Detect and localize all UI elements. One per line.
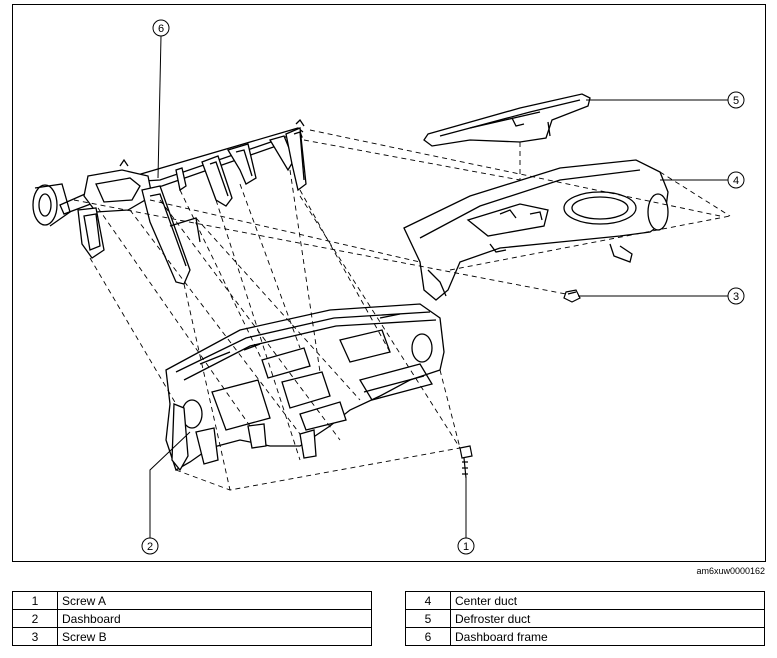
callout-2: 2 [141, 537, 159, 555]
exploded-view-diagram: 6 5 4 3 2 1 [32, 19, 745, 555]
legend-label: Defroster duct [450, 609, 765, 628]
legend-number: 3 [12, 627, 58, 646]
callout-5-label: 5 [733, 95, 739, 107]
screw-a-part [459, 445, 473, 479]
legend-row: 6 Dashboard frame [405, 627, 765, 646]
screw-b-part [563, 289, 581, 303]
legend-number: 4 [405, 591, 451, 610]
legend-table-right: 4 Center duct 5 Defroster duct 6 Dashboa… [405, 591, 765, 646]
legend-row: 5 Defroster duct [405, 609, 765, 628]
legend-label: Dashboard [57, 609, 372, 628]
dashboard-frame-part [32, 118, 307, 285]
legend-label: Screw B [57, 627, 372, 646]
callout-3-label: 3 [733, 291, 739, 303]
legend-label: Screw A [57, 591, 372, 610]
callout-6: 6 [152, 19, 170, 37]
callout-3: 3 [727, 287, 745, 305]
center-duct-part [403, 159, 669, 301]
leader-lines [149, 35, 728, 538]
callout-4: 4 [727, 171, 745, 189]
assembly-lines [73, 129, 731, 491]
callout-6-label: 6 [158, 23, 164, 35]
legend-number: 5 [405, 609, 451, 628]
defroster-duct-part [423, 93, 591, 147]
diagram-frame [12, 4, 766, 562]
legend-number: 1 [12, 591, 58, 610]
dashboard-part [165, 303, 445, 472]
legend-number: 2 [12, 609, 58, 628]
figure-id: am6xuw0000162 [696, 566, 765, 576]
callout-1-label: 1 [463, 541, 469, 553]
legend-label: Center duct [450, 591, 765, 610]
legend-row: 2 Dashboard [12, 609, 372, 628]
legend-number: 6 [405, 627, 451, 646]
legend-table-left: 1 Screw A 2 Dashboard 3 Screw B [12, 591, 372, 646]
callout-5: 5 [727, 91, 745, 109]
legend-row: 3 Screw B [12, 627, 372, 646]
callout-1: 1 [457, 537, 475, 555]
callout-2-label: 2 [147, 541, 153, 553]
legend-row: 1 Screw A [12, 591, 372, 610]
callout-4-label: 4 [733, 175, 739, 187]
legend-label: Dashboard frame [450, 627, 765, 646]
legend-row: 4 Center duct [405, 591, 765, 610]
